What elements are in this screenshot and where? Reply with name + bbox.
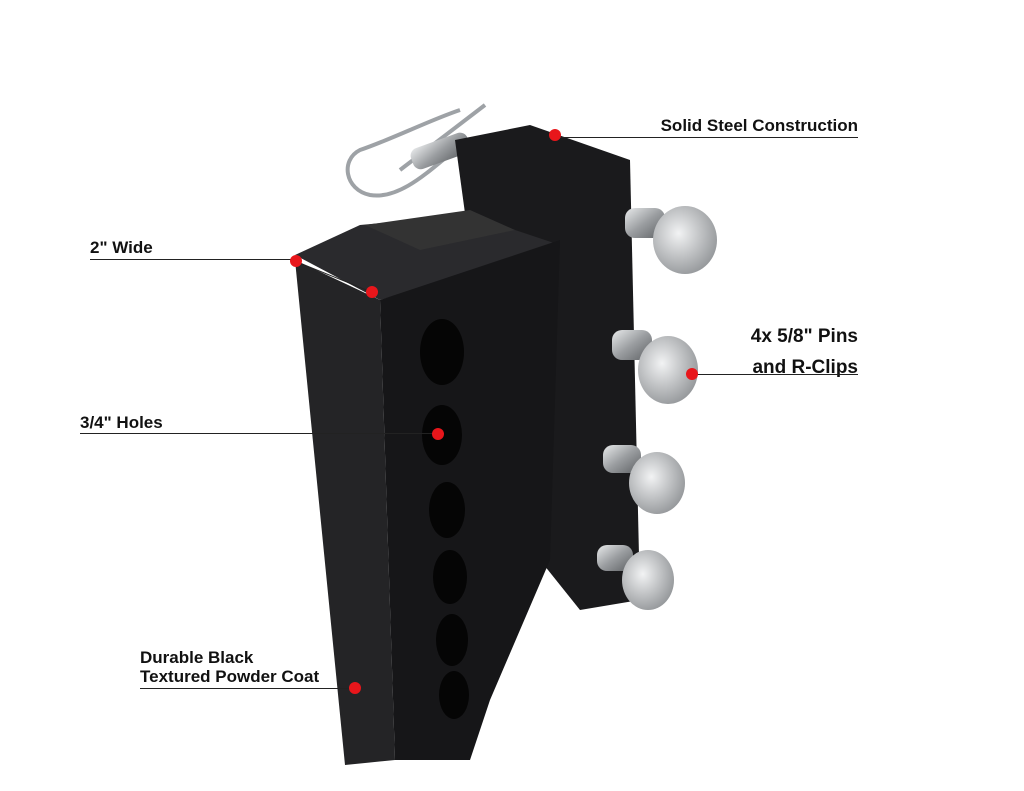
callout-line [692,374,858,375]
callout-2in-wide: 2" Wide [90,238,153,257]
callout-pins-line1: 4x 5/8" Pins [750,326,858,347]
callout-pins-line2: and R-Clips [752,357,858,378]
callout-powder-coat: Durable Black Textured Powder Coat [140,648,319,686]
callout-line [90,259,296,260]
holes [420,319,469,719]
callout-dot [290,255,302,267]
side-face [380,240,560,760]
pins [597,206,717,610]
callout-line [140,688,355,689]
callout-dot [549,129,561,141]
callout-line [80,433,438,434]
callout-coat-line2: Textured Powder Coat [140,667,320,686]
callout-solid-steel: Solid Steel Construction [660,116,858,135]
callout-dot [686,368,698,380]
callout-holes: 3/4" Holes [80,413,163,432]
callout-dot [366,286,378,298]
callout-pins: 4x 5/8" Pins and R-Clips [751,321,858,383]
callout-dot [349,682,361,694]
front-face [295,260,395,765]
callout-coat-line1: Durable Black [140,648,254,667]
logo-plate [365,210,515,250]
callout-line [555,137,858,138]
callout-dot [432,428,444,440]
